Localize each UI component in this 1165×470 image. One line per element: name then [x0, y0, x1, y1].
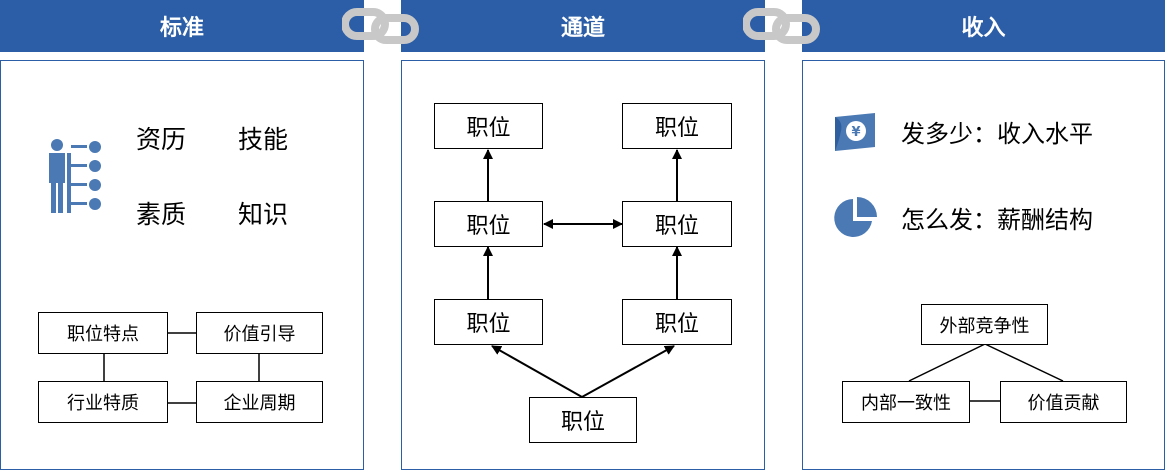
header-income-label: 收入: [961, 16, 1006, 41]
header-income: 收入: [802, 0, 1165, 52]
chain-link-icon: [342, 8, 419, 44]
header-channel: 通道: [401, 0, 765, 52]
quality-character: 素质: [136, 200, 187, 229]
income-level-text: 发多少：收入水平: [901, 120, 1093, 148]
position-label: 职位: [654, 116, 699, 141]
box-value-guidance: 价值引导: [196, 312, 323, 354]
box-external-competitiveness-label: 外部竞争性: [939, 315, 1030, 337]
person-tree-icon: [49, 139, 101, 213]
header-standard-label: 标准: [159, 16, 204, 41]
income-panel: ¥ 发多少：收入水平 怎么发：薪酬结构 外部竞争性 内部一致性 价值贡献: [802, 60, 1165, 470]
position-label: 职位: [560, 410, 605, 435]
position-label: 职位: [654, 214, 699, 239]
position-box-mid-right: 职位: [622, 201, 732, 247]
header-channel-label: 通道: [560, 16, 605, 41]
quality-seniority: 资历: [136, 125, 187, 154]
quality-skill: 技能: [238, 125, 289, 154]
box-internal-consistency: 内部一致性: [842, 381, 970, 423]
position-box-mid-left: 职位: [434, 201, 543, 247]
salary-structure-text: 怎么发：薪酬结构: [901, 206, 1093, 234]
box-enterprise-cycle-label: 企业周期: [223, 393, 296, 414]
position-label: 职位: [466, 214, 511, 239]
channel-panel: 职位 职位 职位 职位 职位 职位 职位: [401, 60, 765, 470]
box-value-guidance-label: 价值引导: [223, 324, 296, 345]
position-label: 职位: [466, 312, 511, 337]
position-box-bottom: 职位: [529, 397, 637, 443]
position-label: 职位: [466, 116, 511, 141]
box-industry-trait-label: 行业特质: [67, 393, 139, 414]
pie-chart-icon: [834, 197, 877, 237]
position-box-low-right: 职位: [622, 299, 732, 345]
position-box-top-right: 职位: [622, 103, 732, 149]
position-box-top-left: 职位: [434, 103, 543, 149]
chain-link-icon: [743, 8, 820, 44]
box-industry-trait: 行业特质: [38, 381, 168, 423]
money-note-icon: ¥: [835, 113, 875, 151]
box-position-feature: 职位特点: [38, 312, 168, 354]
box-external-competitiveness: 外部竞争性: [921, 304, 1048, 345]
box-internal-consistency-label: 内部一致性: [861, 393, 951, 414]
channel-arrows: [483, 149, 682, 398]
position-label: 职位: [654, 312, 699, 337]
quality-knowledge: 知识: [238, 200, 289, 229]
box-position-feature-label: 职位特点: [67, 324, 139, 345]
box-value-contribution-label: 价值贡献: [1027, 393, 1100, 414]
standard-connectors: [103, 332, 260, 404]
header-standard: 标准: [0, 0, 364, 52]
box-value-contribution: 价值贡献: [1000, 381, 1127, 423]
box-enterprise-cycle: 企业周期: [196, 381, 323, 423]
svg-text:¥: ¥: [851, 125, 860, 140]
position-box-low-left: 职位: [434, 299, 543, 345]
income-connectors: [908, 343, 1064, 402]
standard-panel: 资历 技能 素质 知识 职位特点 价值引导 行业特质 企业周期: [0, 60, 364, 470]
